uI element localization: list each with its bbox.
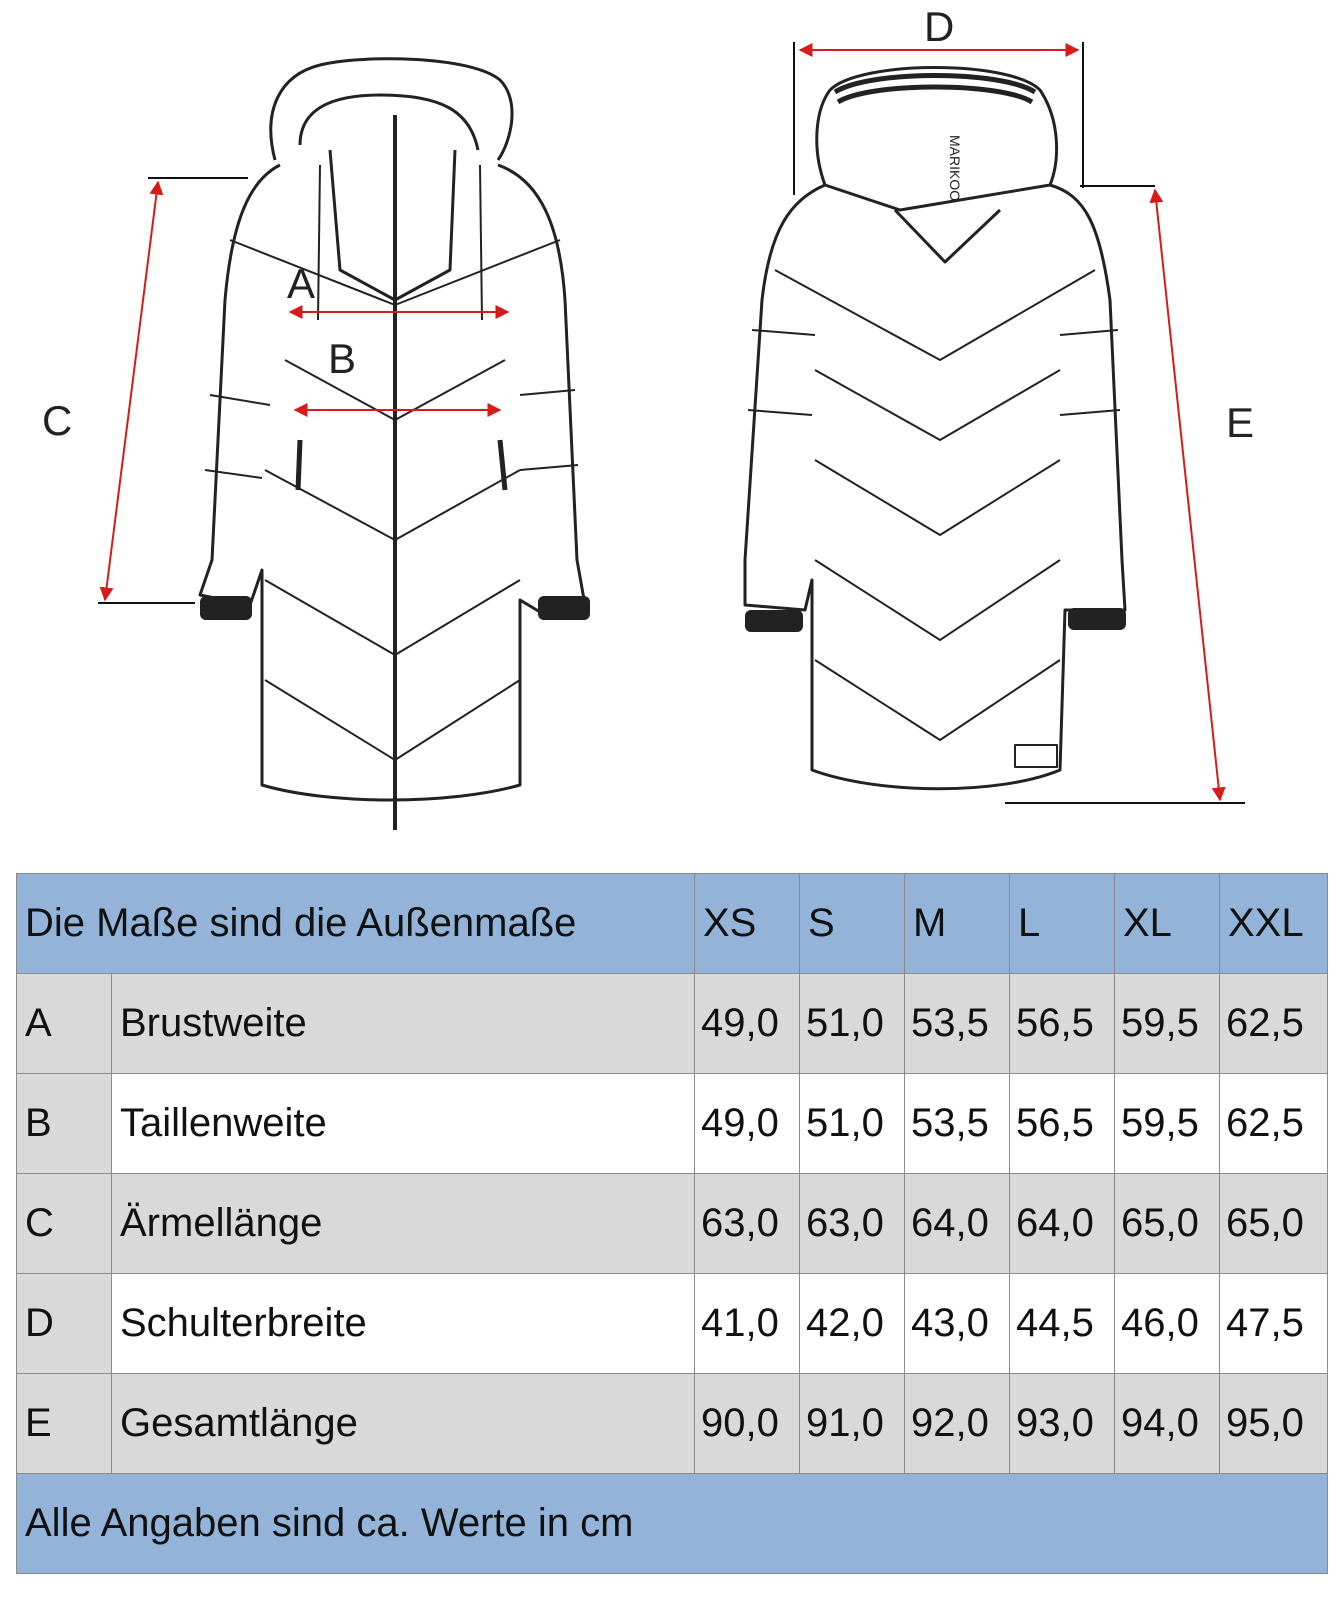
measure-code: D <box>16 1273 112 1374</box>
table-cell: 93,0 <box>1009 1373 1115 1474</box>
size-header: XL <box>1114 873 1220 974</box>
table-cell: 56,5 <box>1009 1073 1115 1174</box>
table-cell: 92,0 <box>904 1373 1010 1474</box>
table-cell: 53,5 <box>904 1073 1010 1174</box>
table-cell: 64,0 <box>904 1173 1010 1274</box>
coat-diagram: MARIKOO A B C D E <box>42 3 1255 830</box>
footer-note: Alle Angaben sind ca. Werte in cm <box>16 1473 1328 1574</box>
measure-code: B <box>16 1073 112 1174</box>
size-header: S <box>799 873 905 974</box>
table-row: D Schulterbreite 41,0 42,0 43,0 44,5 46,… <box>16 1273 1328 1374</box>
table-cell: 90,0 <box>694 1373 800 1474</box>
table-row: A Brustweite 49,0 51,0 53,5 56,5 59,5 62… <box>16 973 1328 1074</box>
table-cell: 94,0 <box>1114 1373 1220 1474</box>
back-right-cuff <box>1068 608 1126 630</box>
coat-illustration: MARIKOO <box>98 42 1245 830</box>
table-cell: 47,5 <box>1219 1273 1328 1374</box>
size-header: XS <box>694 873 800 974</box>
table-cell: 62,5 <box>1219 973 1328 1074</box>
table-cell: 51,0 <box>799 1073 905 1174</box>
label-d: D <box>924 3 955 50</box>
table-cell: 62,5 <box>1219 1073 1328 1174</box>
measure-name: Gesamtlänge <box>111 1373 695 1474</box>
header-label: Die Maße sind die Außenmaße <box>16 873 695 974</box>
table-cell: 95,0 <box>1219 1373 1328 1474</box>
size-header: XXL <box>1219 873 1328 974</box>
right-cuff <box>538 596 590 620</box>
measure-code: A <box>16 973 112 1074</box>
table-cell: 59,5 <box>1114 1073 1220 1174</box>
table-header-row: Die Maße sind die Außenmaße XS S M L XL … <box>16 873 1328 974</box>
table-cell: 42,0 <box>799 1273 905 1374</box>
left-cuff <box>200 596 252 620</box>
table-cell: 63,0 <box>694 1173 800 1274</box>
measure-code: C <box>16 1173 112 1274</box>
size-header: M <box>904 873 1010 974</box>
measure-line-c <box>99 180 164 602</box>
table-cell: 51,0 <box>799 973 905 1074</box>
measure-name: Ärmellänge <box>111 1173 695 1274</box>
table-cell: 53,5 <box>904 973 1010 1074</box>
back-left-cuff <box>745 610 803 632</box>
table-cell: 65,0 <box>1114 1173 1220 1274</box>
table-cell: 91,0 <box>799 1373 905 1474</box>
back-coat-drawing <box>743 66 1127 791</box>
table-row: E Gesamtlänge 90,0 91,0 92,0 93,0 94,0 9… <box>16 1373 1328 1474</box>
size-header: L <box>1009 873 1115 974</box>
table-cell: 46,0 <box>1114 1273 1220 1374</box>
measure-line-e <box>1149 188 1226 802</box>
table-cell: 59,5 <box>1114 973 1220 1074</box>
table-cell: 41,0 <box>694 1273 800 1374</box>
label-b: B <box>328 335 357 382</box>
table-cell: 44,5 <box>1009 1273 1115 1374</box>
front-coat-drawing <box>198 57 587 830</box>
brand-tape-text: MARIKOO <box>947 135 963 201</box>
table-cell: 56,5 <box>1009 973 1115 1074</box>
table-cell: 49,0 <box>694 973 800 1074</box>
label-a: A <box>287 260 316 307</box>
table-cell: 49,0 <box>694 1073 800 1174</box>
measure-name: Brustweite <box>111 973 695 1074</box>
table-footer-row: Alle Angaben sind ca. Werte in cm <box>16 1473 1328 1574</box>
label-c: C <box>42 397 73 444</box>
size-table: Die Maße sind die Außenmaße XS S M L XL … <box>16 873 1328 1574</box>
table-cell: 63,0 <box>799 1173 905 1274</box>
table-cell: 65,0 <box>1219 1173 1328 1274</box>
measure-code: E <box>16 1373 112 1474</box>
label-e: E <box>1226 399 1255 446</box>
measure-name: Taillenweite <box>111 1073 695 1174</box>
measure-name: Schulterbreite <box>111 1273 695 1374</box>
table-row: C Ärmellänge 63,0 63,0 64,0 64,0 65,0 65… <box>16 1173 1328 1274</box>
table-row: B Taillenweite 49,0 51,0 53,5 56,5 59,5 … <box>16 1073 1328 1174</box>
table-cell: 43,0 <box>904 1273 1010 1374</box>
table-cell: 64,0 <box>1009 1173 1115 1274</box>
